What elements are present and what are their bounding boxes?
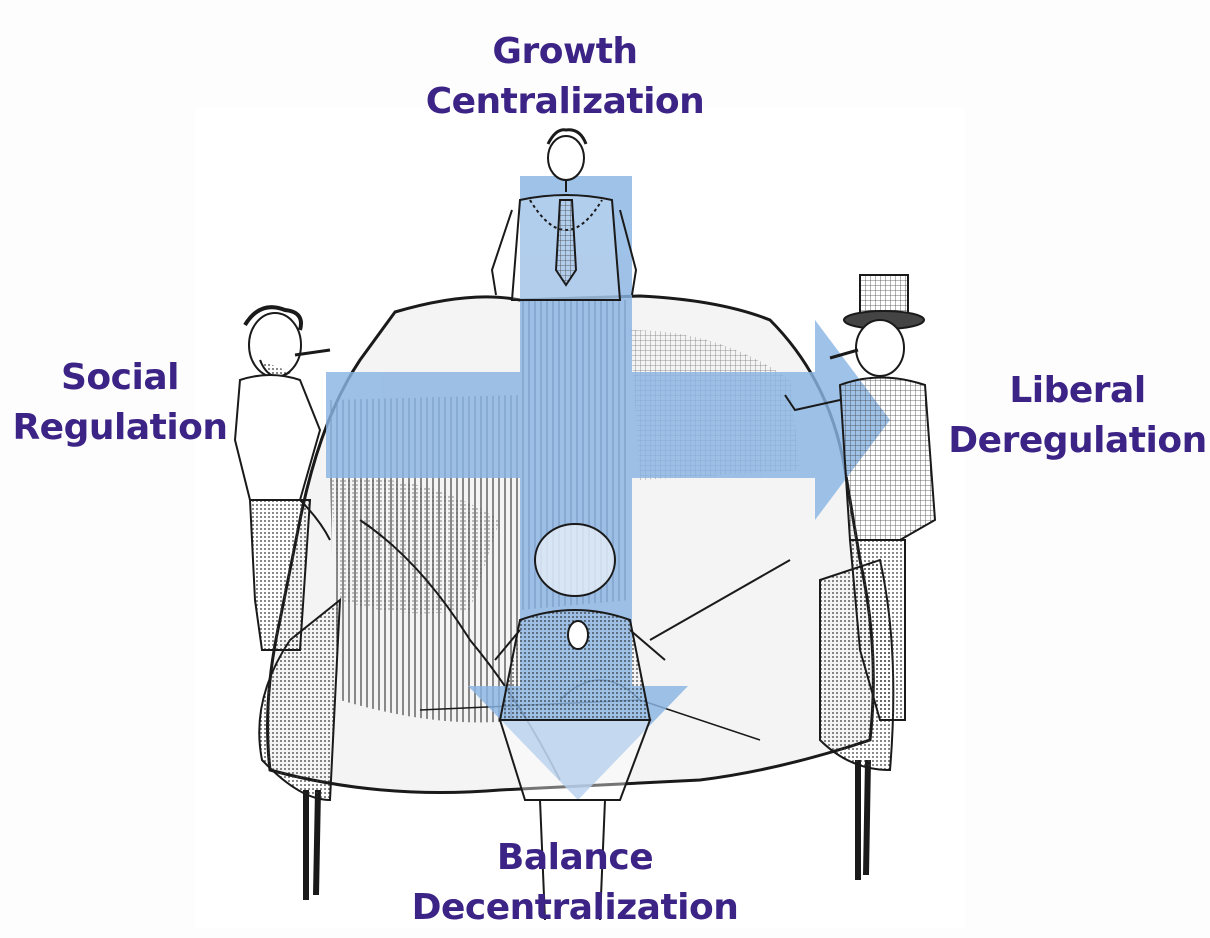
man-in-top-hat-figure [784, 274, 937, 721]
axis-label-right-line2: Deregulation [948, 420, 1207, 461]
axis-label-bottom: Balance Decentralization [400, 833, 750, 933]
worker-with-cigarette-figure [233, 305, 331, 651]
axis-label-top-line1: Growth [492, 31, 638, 72]
axis-label-left-line1: Social [61, 357, 179, 398]
axis-label-left: Social Regulation [0, 353, 240, 453]
axis-label-right: Liberal Deregulation [945, 366, 1210, 466]
axis-label-right-line1: Liberal [1009, 370, 1146, 411]
axis-label-left-line2: Regulation [12, 407, 228, 448]
table-legs [303, 759, 871, 900]
axis-label-top: Growth Centralization [405, 27, 725, 127]
axis-label-top-line2: Centralization [425, 81, 705, 122]
axis-label-bottom-line1: Balance [496, 837, 654, 878]
axis-label-bottom-line2: Decentralization [411, 887, 739, 928]
man-with-chain-figure [490, 128, 638, 301]
woman-figure [494, 523, 666, 921]
